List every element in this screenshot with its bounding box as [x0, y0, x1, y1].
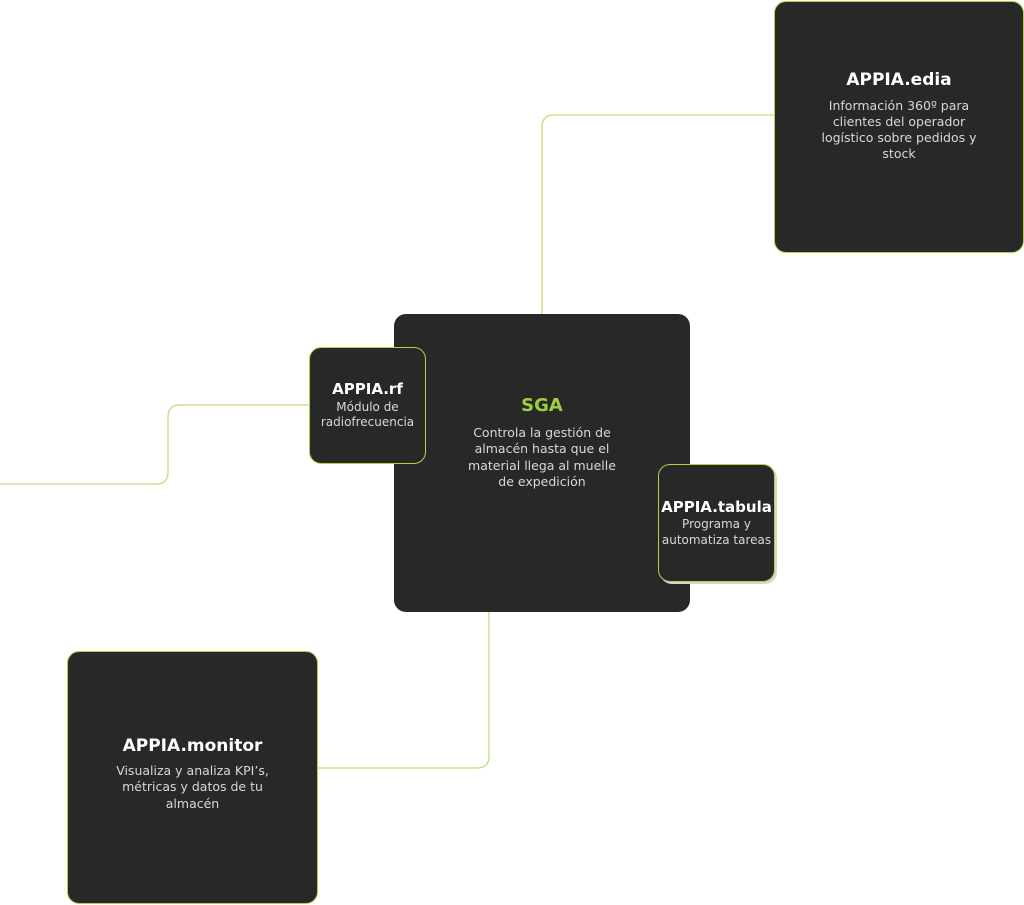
node-title: APPIA.monitor [122, 736, 263, 757]
connector-sga-monitor [318, 612, 490, 769]
node-title: APPIA.rf [332, 380, 403, 399]
node-appia-tabula[interactable]: APPIA.tabula Programa y automatiza tarea… [658, 464, 775, 582]
node-appia-edia[interactable]: APPIA.edia Información 360º para cliente… [774, 1, 1024, 253]
node-description: Información 360º para clientes del opera… [821, 97, 977, 162]
node-title: SGA [521, 394, 563, 416]
node-title: APPIA.edia [846, 70, 952, 91]
node-sga[interactable]: SGA Controla la gestión de almacén hasta… [394, 314, 690, 612]
connector-left-rf [0, 404, 310, 485]
node-appia-monitor[interactable]: APPIA.monitor Visualiza y analiza KPI’s,… [67, 651, 318, 904]
node-description: Visualiza y analiza KPI’s, métricas y da… [116, 763, 269, 811]
node-appia-rf[interactable]: APPIA.rf Módulo de radiofrecuencia [309, 347, 426, 464]
connector-sga-edia [541, 114, 775, 314]
node-description: Módulo de radiofrecuencia [320, 399, 415, 430]
node-description: Programa y automatiza tareas [661, 517, 772, 547]
node-description: Controla la gestión de almacén hasta que… [468, 425, 616, 489]
node-title: APPIA.tabula [661, 497, 772, 516]
